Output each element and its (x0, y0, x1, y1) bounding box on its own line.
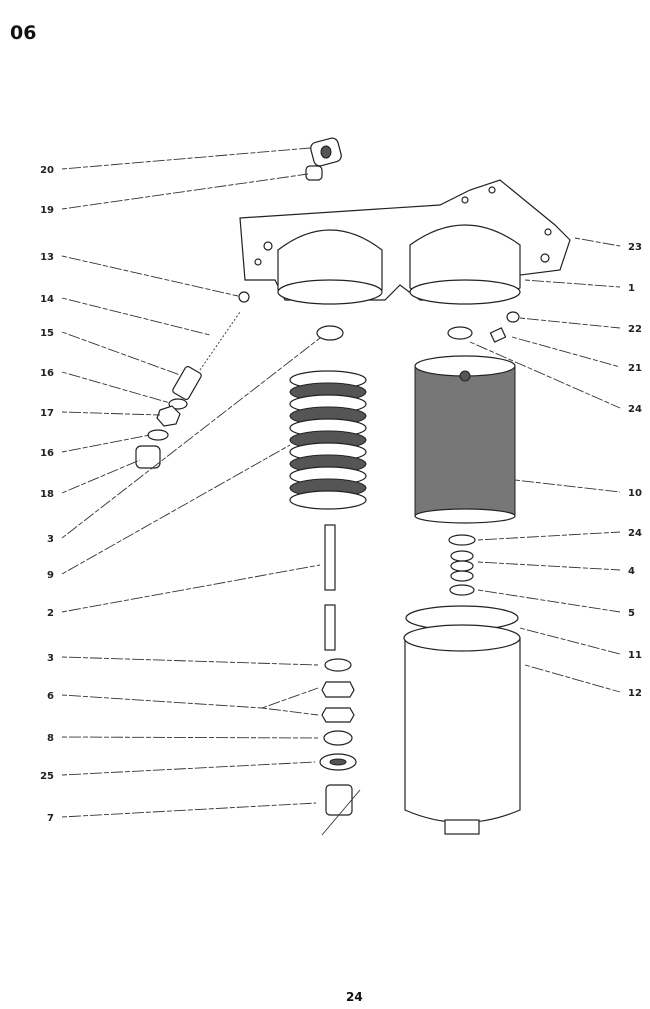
leader-line (61, 802, 317, 818)
callout-label: 10 (628, 488, 642, 499)
leader-line (511, 336, 621, 368)
leader-line (261, 707, 319, 716)
callout-label: 23 (628, 242, 642, 253)
leader-line (61, 434, 151, 453)
leader-line (477, 531, 621, 541)
callout-label: 25 (40, 771, 54, 782)
filter-disc (289, 490, 367, 510)
callout-label: 7 (47, 813, 54, 824)
callout-label: 1 (628, 283, 635, 294)
leader-line (477, 561, 621, 571)
section-number: 06 (10, 22, 37, 44)
callout-label: 6 (47, 691, 54, 702)
leader-line (61, 444, 291, 575)
leader-line (61, 459, 141, 494)
callout-label: 3 (47, 653, 54, 664)
center-bolt-and-nuts (319, 524, 361, 836)
leader-line (519, 317, 621, 329)
page-number: 24 (346, 990, 363, 1004)
callout-label: 8 (47, 733, 54, 744)
leader-line (61, 297, 211, 336)
leader-line (61, 337, 321, 539)
filter-head-housing (239, 179, 571, 305)
callout-label: 11 (628, 650, 642, 661)
leader-line (61, 736, 319, 739)
callout-label: 3 (47, 534, 54, 545)
callout-label: 22 (628, 324, 642, 335)
leader-line (519, 627, 621, 655)
small-parts (135, 137, 520, 469)
leader-line (61, 255, 239, 297)
callout-label: 5 (628, 608, 635, 619)
filter-bowl (403, 605, 521, 835)
callout-label: 16 (40, 368, 54, 379)
leader-line (61, 656, 319, 666)
leader-line (61, 331, 181, 376)
callout-label: 14 (40, 294, 54, 305)
callout-label: 24 (628, 404, 642, 415)
leader-line (61, 173, 309, 210)
leader-line (61, 371, 171, 404)
callout-label: 17 (40, 408, 54, 419)
leader-line (61, 761, 316, 776)
filter-element-discs (289, 370, 367, 510)
callout-leaders (61, 147, 621, 818)
leader-line (469, 341, 621, 409)
callout-label: 2 (47, 608, 54, 619)
leader-line (61, 147, 311, 170)
leader-line (61, 564, 321, 613)
leader-line (61, 694, 263, 709)
leader-line (574, 237, 621, 247)
filter-element-cylinder (414, 355, 516, 524)
leader-line (61, 411, 161, 416)
leader-line (477, 589, 621, 613)
callout-labels: 2019131415161716183923682572312221241024… (40, 165, 642, 824)
callout-label: 19 (40, 205, 54, 216)
leader-line (524, 664, 621, 693)
callout-label: 21 (628, 363, 642, 374)
callout-label: 4 (628, 566, 635, 577)
callout-label: 13 (40, 252, 54, 263)
spring-and-seals (448, 534, 476, 596)
callout-label: 20 (40, 165, 54, 176)
callout-label: 16 (40, 448, 54, 459)
callout-label: 24 (628, 528, 642, 539)
callout-label: 12 (628, 688, 642, 699)
callout-label: 15 (40, 328, 54, 339)
leader-line (524, 279, 621, 288)
leader-line (261, 687, 319, 709)
callout-label: 18 (40, 489, 54, 500)
callout-label: 9 (47, 570, 54, 581)
leader-line (514, 479, 621, 493)
